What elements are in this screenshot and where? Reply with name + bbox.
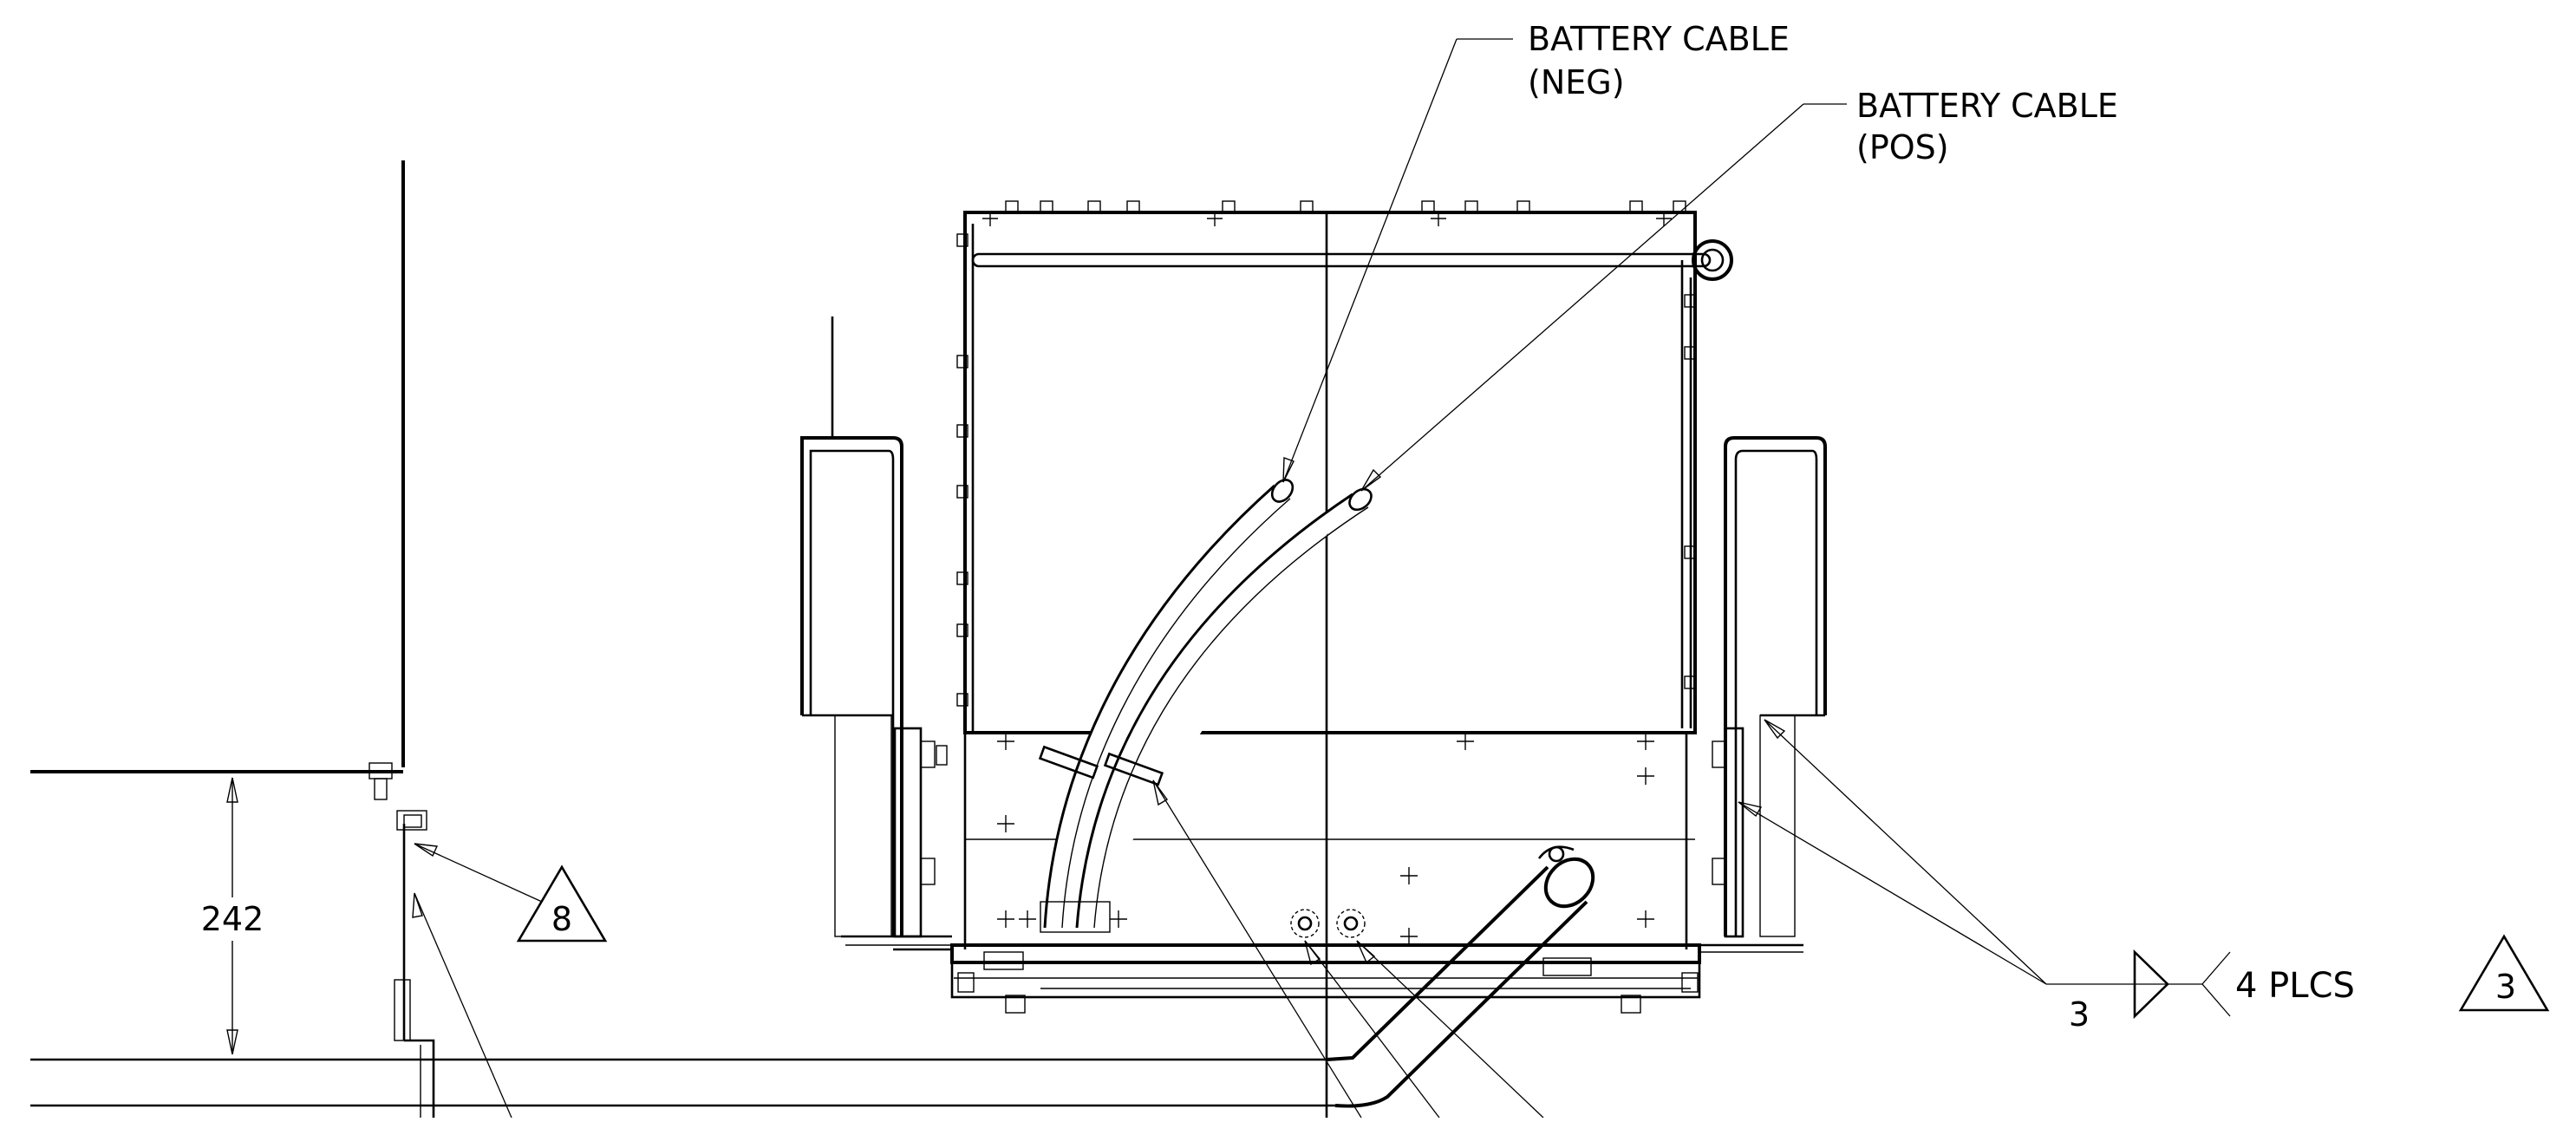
battery-cables (1038, 479, 1373, 933)
weld-size-label: 3 (2069, 995, 2090, 1034)
weld-callout: 3 4 PLCS 3 (1738, 719, 2550, 1034)
bottom-pipe (1326, 845, 1595, 1108)
battery-cable-neg-label-line2: (NEG) (1528, 63, 1625, 101)
dimension-242: 242 (178, 777, 286, 1055)
callout-3-triangle-label: 3 (2495, 968, 2516, 1006)
callout-8-label: 8 (551, 900, 572, 938)
right-mount-bracket (1699, 436, 1827, 953)
battery-cable-pos-label-line1: BATTERY CABLE (1856, 87, 2118, 125)
battery-cable-pos-label-line2: (POS) (1856, 128, 1949, 166)
plcs-label: 4 PLCS (2235, 966, 2355, 1006)
neg-cable-callout: BATTERY CABLE (NEG) (1282, 20, 1790, 483)
callout-8: 8 (412, 843, 608, 1119)
battery-cable-neg-label-line1: BATTERY CABLE (1528, 20, 1790, 58)
left-frame-structure (30, 160, 1335, 1118)
bottom-leaders (1152, 780, 1544, 1119)
dimension-242-label: 242 (201, 900, 264, 938)
left-mount-bracket (800, 316, 952, 951)
battery-box (950, 200, 1733, 1118)
pos-cable-callout: BATTERY CABLE (POS) (1360, 87, 2118, 492)
